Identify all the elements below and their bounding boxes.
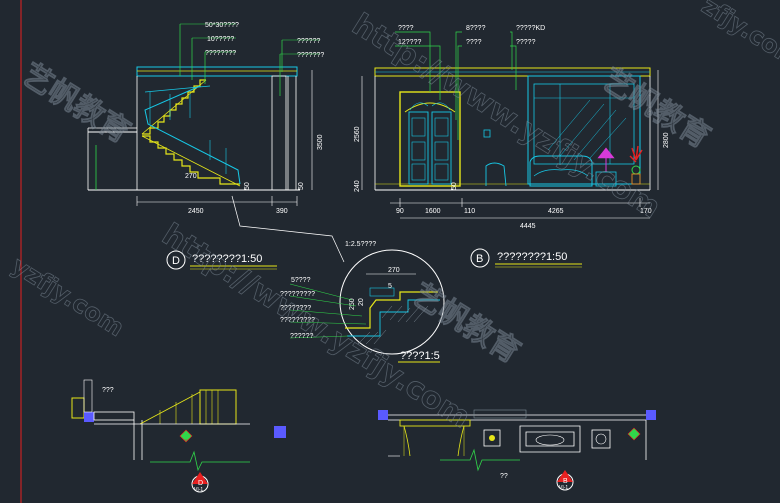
left-dim-tread: 270 <box>185 173 197 180</box>
right-plan-label: ?? <box>500 473 508 480</box>
right-dim-110: 110 <box>464 208 475 215</box>
right-elevation-marker <box>470 248 490 268</box>
right-dim-2560: 2560 <box>354 126 361 142</box>
right-plan-marker-top: B <box>563 478 568 485</box>
right-plan-chair <box>483 429 501 447</box>
left-plan-marker-bottom: VI-1 <box>194 487 203 493</box>
left-dim-390: 390 <box>276 208 288 215</box>
left-label-4: ?????? <box>297 38 320 45</box>
detail-dim-20: 20 <box>358 298 365 306</box>
left-dim-50a: 50 <box>244 182 251 190</box>
right-dim-170: 170 <box>640 208 652 215</box>
left-marker-letter: D <box>172 255 180 267</box>
right-dim-50: 50 <box>451 182 458 190</box>
stair-steps-lower <box>142 135 240 185</box>
detail-label-2: ????????? <box>280 291 315 298</box>
potted-plant <box>629 145 643 185</box>
left-elevation-title: ????????1:50 <box>192 253 262 265</box>
double-door <box>399 91 461 187</box>
watermark-url-1: http://www.yzfjy.com <box>156 217 477 435</box>
right-elevation-title: ????????1:50 <box>497 251 567 263</box>
left-elevation: 50*30???? 10????? ???????? ?????? ??????… <box>87 22 324 270</box>
left-plan-column-2 <box>274 426 286 438</box>
left-elevation-marker <box>166 250 186 270</box>
right-plan-column-right <box>646 410 656 420</box>
detail-label-1: 5???? <box>291 277 311 284</box>
upper-slab <box>136 66 298 77</box>
detail-dim-270: 270 <box>388 267 400 274</box>
detail-title: ????1:5 <box>400 350 440 362</box>
right-elevation: ???? 12???? 8???? ???? ?????KD ????? 256… <box>354 25 670 268</box>
right-label-1: ???? <box>398 25 414 32</box>
right-plan-marker-bottom: VI-1 <box>559 485 568 491</box>
right-plan-column-left <box>378 410 388 420</box>
left-label-2: 10????? <box>207 36 234 43</box>
wall-switch <box>483 129 491 138</box>
right-plan-plant-icon <box>627 427 641 441</box>
left-plan-marker-top: D <box>198 480 203 487</box>
step-detail: 1:2.5???? 270 5 20 250 5???? ????????? ?… <box>231 195 445 363</box>
right-marker-letter: B <box>476 253 483 265</box>
right-plan-side-table <box>591 429 611 449</box>
right-dim-90: 90 <box>396 208 404 215</box>
left-label-3: ???????? <box>205 50 236 57</box>
right-label-4: ???? <box>466 39 482 46</box>
detail-label-5: ?????? <box>290 333 313 340</box>
right-label-3: 8???? <box>466 25 486 32</box>
right-plan: ?? B VI-1 <box>378 409 656 491</box>
watermark-layer: http://www.yzfjy.com http://www.yzfjy.co… <box>6 0 780 436</box>
sofa <box>529 155 593 187</box>
left-plan-label: ??? <box>102 387 114 394</box>
table-lamp <box>595 147 617 187</box>
left-dim-50b: 50 <box>298 182 305 190</box>
detail-dim-250: 250 <box>349 298 356 310</box>
right-label-6: ????? <box>516 39 536 46</box>
side-chair <box>485 162 507 187</box>
stair-steps-upper <box>142 79 206 135</box>
right-dim-4445: 4445 <box>520 223 536 230</box>
detail-dim-5: 5 <box>388 283 392 290</box>
left-label-1: 50*30???? <box>205 22 239 29</box>
left-plan-column <box>84 412 94 422</box>
watermark-url-3: yzfjy.com <box>7 251 129 342</box>
watermark-brand-3: 艺帆教育 <box>596 62 716 155</box>
right-dim-4265: 4265 <box>548 208 564 215</box>
right-dim-2800: 2800 <box>663 132 670 148</box>
detail-hatching <box>357 305 429 345</box>
left-plan: ??? D VI-1 <box>71 379 286 493</box>
detail-label-3: ???????? <box>280 305 311 312</box>
stair-handrail <box>144 85 241 185</box>
right-dim-1600: 1600 <box>425 208 441 215</box>
watermark-brand-1: 艺帆教育 <box>16 57 136 150</box>
detail-scale-label: 1:2.5???? <box>345 241 376 248</box>
window <box>527 75 641 185</box>
detail-label-4: ????????? <box>280 317 315 324</box>
right-plan-sofa <box>519 425 581 453</box>
detail-circle <box>339 249 445 355</box>
right-dim-240: 240 <box>354 180 361 192</box>
right-label-2: 12???? <box>398 39 421 46</box>
left-dim-2450: 2450 <box>188 208 204 215</box>
watermark-url-4: zfjy.com <box>697 0 780 74</box>
watermark-url-2: http://www.yzfjy.com <box>346 7 667 225</box>
left-dim-3500: 3500 <box>317 134 324 150</box>
left-label-5: ??????? <box>297 52 324 59</box>
right-label-5: ?????KD <box>516 25 545 32</box>
left-plan-plant-icon <box>179 429 193 443</box>
